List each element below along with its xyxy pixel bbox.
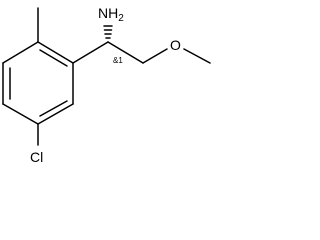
ether-bond-left <box>142 48 168 64</box>
oxygen-atom-label: O <box>170 37 181 53</box>
ring-double-bond-inner-3 <box>39 100 68 117</box>
amine-atom-label: NNH2 <box>98 5 124 24</box>
ring-bond-6 <box>2 41 39 64</box>
benzene-ring <box>2 41 74 125</box>
stereo-descriptor-label: &1 <box>113 56 123 65</box>
ring-bond-1 <box>37 41 74 64</box>
chlorine-atom-label: Cl <box>30 149 43 165</box>
ether-bond-right <box>183 48 211 64</box>
chemical-structure: Cl NNH2 &1 O <box>2 5 211 165</box>
methylene-bond <box>107 41 144 64</box>
stereo-wedge-bond <box>103 25 113 39</box>
ring-bond-4 <box>2 103 39 125</box>
ring-double-bond-inner-2 <box>39 49 68 67</box>
amine-hydrogen-count: 2 <box>118 13 124 24</box>
ring-bond-3 <box>37 103 74 125</box>
chiral-carbon-ring-bond <box>72 41 109 64</box>
